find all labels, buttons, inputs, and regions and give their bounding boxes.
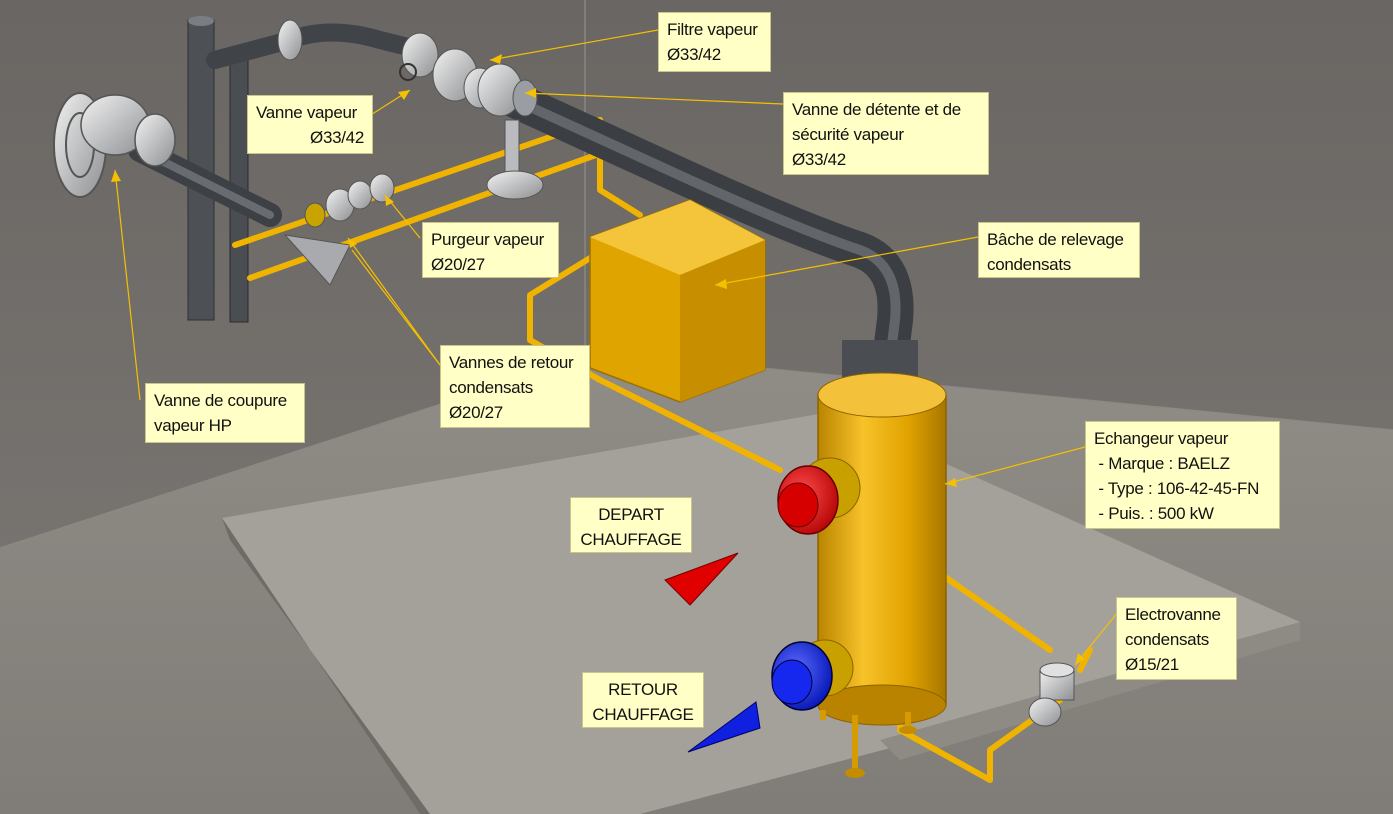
label-text: condensats bbox=[987, 255, 1071, 274]
label-steam-filter: Filtre vapeur Ø33/42 bbox=[658, 12, 771, 72]
label-steam-trap: Purgeur vapeur Ø20/27 bbox=[422, 222, 559, 278]
label-hp-steam-shutoff-valve: Vanne de coupure vapeur HP bbox=[145, 383, 305, 443]
label-text: Ø20/27 bbox=[449, 403, 503, 422]
label-text: Vanne vapeur bbox=[256, 103, 357, 122]
hp-steam-shutoff-valve bbox=[53, 92, 176, 198]
label-text: Vanne de détente et de bbox=[792, 100, 961, 119]
label-text: Ø33/42 bbox=[667, 45, 721, 64]
label-text: - Puis. : 500 kW bbox=[1094, 504, 1214, 523]
concrete-slab bbox=[222, 412, 1300, 814]
label-condensate-solenoid-valve: Electrovanne condensats Ø15/21 bbox=[1116, 597, 1237, 680]
label-text: vapeur HP bbox=[154, 416, 232, 435]
heating-return-inlet bbox=[771, 639, 854, 711]
label-text: RETOUR bbox=[608, 680, 678, 699]
steam-exchanger bbox=[817, 340, 947, 778]
heating-supply-arrow bbox=[664, 552, 739, 606]
leader-lines bbox=[114, 29, 1119, 666]
support-post-top bbox=[188, 16, 214, 26]
label-text: condensats bbox=[449, 378, 533, 397]
condensate-tank bbox=[589, 199, 766, 403]
heating-return-arrow bbox=[687, 701, 761, 753]
label-text: Ø33/42 bbox=[310, 128, 364, 147]
label-text: sécurité vapeur bbox=[792, 125, 904, 144]
steam-valve bbox=[277, 19, 439, 81]
label-text: - Type : 106-42-45-FN bbox=[1094, 479, 1260, 498]
label-heating-return: RETOUR CHAUFFAGE bbox=[582, 672, 704, 728]
label-condensate-tank: Bâche de relevage condensats bbox=[978, 222, 1140, 278]
label-steam-valve: Vanne vapeur Ø33/42 bbox=[247, 95, 373, 154]
label-text: Electrovanne bbox=[1125, 605, 1221, 624]
label-text: condensats bbox=[1125, 630, 1209, 649]
leader-arrowheads bbox=[111, 54, 1085, 665]
label-text: Ø15/21 bbox=[1125, 655, 1179, 674]
label-text: DEPART bbox=[598, 505, 664, 524]
label-text: Echangeur vapeur bbox=[1094, 429, 1229, 448]
label-text: Filtre vapeur bbox=[667, 20, 758, 39]
label-steam-exchanger: Echangeur vapeur - Marque : BAELZ - Type… bbox=[1085, 421, 1280, 529]
steam-pressure-relief-valve bbox=[477, 63, 544, 200]
label-text: Vannes de retour bbox=[449, 353, 574, 372]
label-condensate-return-valves: Vannes de retour condensats Ø20/27 bbox=[440, 345, 590, 428]
label-pressure-relief-valve: Vanne de détente et de sécurité vapeur Ø… bbox=[783, 92, 989, 175]
label-text: CHAUFFAGE bbox=[580, 530, 682, 549]
label-heating-supply: DEPART CHAUFFAGE bbox=[570, 497, 692, 553]
label-text: - Marque : BAELZ bbox=[1094, 454, 1230, 473]
label-text: CHAUFFAGE bbox=[592, 705, 694, 724]
condensate-solenoid-valve bbox=[1028, 662, 1075, 727]
label-text: Purgeur vapeur bbox=[431, 230, 544, 249]
steam-trap bbox=[283, 173, 395, 286]
label-text: Ø33/42 bbox=[792, 150, 846, 169]
heating-supply-outlet bbox=[777, 457, 861, 535]
label-text: Vanne de coupure bbox=[154, 391, 287, 410]
label-text: Bâche de relevage bbox=[987, 230, 1124, 249]
label-text: Ø20/27 bbox=[431, 255, 485, 274]
